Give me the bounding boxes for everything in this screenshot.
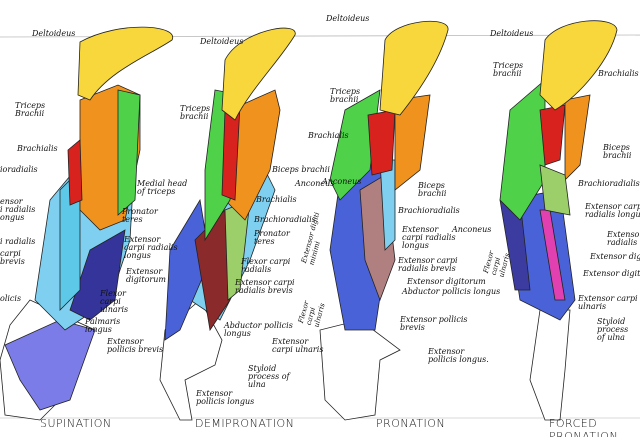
label: Deltoideus (200, 37, 244, 46)
label: Styloid process of ulna (248, 364, 290, 389)
label: Anconeus (322, 177, 362, 186)
label: Biceps brachii (272, 165, 330, 174)
label: ioradialis (0, 165, 38, 174)
label: Extensor digitorum (407, 277, 486, 286)
label: Flexor carpi radialis (241, 257, 291, 274)
label: Extensor carpi radialis brevis (398, 256, 458, 273)
label: Styloid process of ulna (597, 317, 629, 342)
label: Extensor carpi radialis longus (585, 202, 640, 219)
label: Extensor digitorum (590, 252, 640, 261)
arm-supination (0, 26, 174, 421)
label: Extensor carpi ulnaris (578, 294, 638, 311)
label: Extensor pollicis brevis (400, 315, 468, 332)
label: Triceps brachii (493, 61, 524, 78)
label: Brachialis (17, 144, 58, 153)
label: Triceps brachii (330, 87, 361, 104)
label: Triceps Brachii (15, 101, 46, 118)
label: ensor i radialis ongus (0, 197, 36, 222)
label: Anconeus (452, 225, 492, 234)
label: Abductor pollicis longus (224, 321, 293, 338)
label: i radialis (0, 237, 36, 246)
label: Brachioradialis (398, 206, 460, 215)
label: Brachioradialis (254, 215, 316, 224)
caption-forced-pronation: FORCED PRONATION (549, 417, 619, 437)
label: Extensor radialis (607, 230, 640, 247)
label: olicis (0, 294, 22, 303)
label: Palmaris longus (85, 317, 121, 334)
label: Biceps brachii (603, 143, 632, 160)
label: Brachioradialis (578, 179, 640, 188)
arm-forced-pronation (499, 20, 618, 421)
label: Extensor digitorum (126, 267, 166, 284)
label: Brachialis (308, 131, 349, 140)
label: Triceps brachii (180, 104, 211, 121)
label: Extensor carpi radialis brevis (235, 278, 295, 295)
arm-pronation (319, 20, 449, 421)
label: Extensor carpi radialis longus (124, 235, 178, 260)
caption-demipronation: DEMIPRONATION (195, 417, 295, 430)
label: Brachialis (598, 69, 639, 78)
label: Extensor carpi ulnaris (272, 337, 324, 354)
caption-pronation: PRONATION (376, 417, 446, 430)
label: Medial head of triceps (137, 179, 188, 196)
arm-demipronation (159, 27, 296, 421)
label: Extensor carpi radialis longus (402, 225, 456, 250)
label: carpi brevis (0, 249, 25, 266)
label: Anconeus (295, 179, 335, 188)
label: Extensor pollicis brevis (107, 337, 164, 354)
label: Brachialis (256, 195, 297, 204)
label: Extensor digiti m (583, 269, 640, 278)
label: Deltoideus (32, 29, 76, 38)
label: Deltoideus (490, 29, 534, 38)
label: Extensor pollicis longus (196, 389, 255, 406)
label: Abductor pollicis longus (402, 287, 501, 296)
label: Flexor carpi ulnaris (100, 289, 129, 314)
caption-supination: SUPINATION (40, 417, 112, 430)
label: Biceps brachii (418, 181, 447, 198)
label: Deltoideus (326, 14, 370, 23)
label: Pronator teres (122, 207, 158, 224)
label: Extensor pollicis longus. (428, 347, 489, 364)
label: Pronator teres (254, 229, 290, 246)
